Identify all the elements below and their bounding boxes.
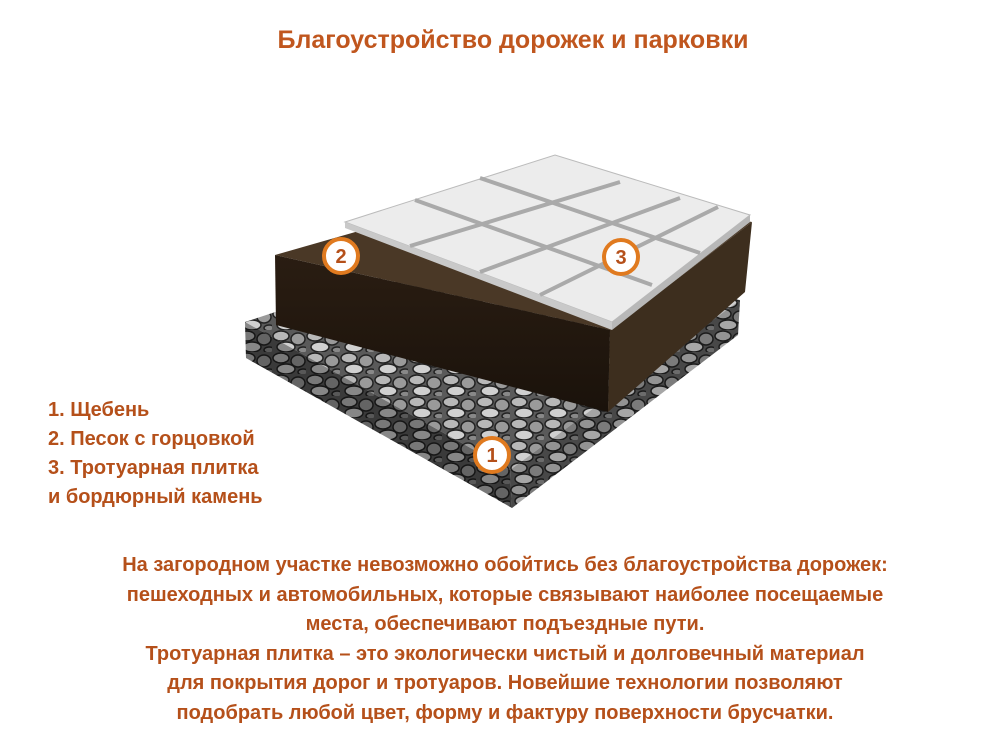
svg-text:2: 2 xyxy=(335,246,346,268)
layers-legend: 1. Щебень 2. Песок с горцовкой 3. Тротуа… xyxy=(48,396,263,512)
badge-1: 1 xyxy=(473,436,511,474)
svg-text:1: 1 xyxy=(486,445,497,467)
legend-item: 1. Щебень xyxy=(48,399,150,421)
legend-item: и бордюрный камень xyxy=(48,486,263,508)
paragraph-line: места, обеспечивают подъездные пути. xyxy=(305,613,705,635)
svg-text:3: 3 xyxy=(615,247,626,269)
legend-item: 2. Песок с горцовкой xyxy=(48,428,255,450)
legend-item: 3. Тротуарная плитка xyxy=(48,457,259,479)
page-title: Благоустройство дорожек и парковки xyxy=(277,26,749,54)
paragraph-line: Тротуарная плитка – это экологически чис… xyxy=(145,642,865,665)
paragraph-line: для покрытия дорог и тротуаров. Новейшие… xyxy=(167,672,843,694)
badge-2: 2 xyxy=(322,237,360,275)
badge-3: 3 xyxy=(602,238,640,276)
paragraph-line: подобрать любой цвет, форму и фактуру по… xyxy=(176,701,834,724)
paragraph-line: пешеходных и автомобильных, которые связ… xyxy=(126,583,884,606)
tile-layer xyxy=(343,154,752,330)
description-paragraph: На загородном участке невозможно обойтис… xyxy=(0,551,999,728)
paragraph-line: На загородном участке невозможно обойтис… xyxy=(122,554,888,576)
